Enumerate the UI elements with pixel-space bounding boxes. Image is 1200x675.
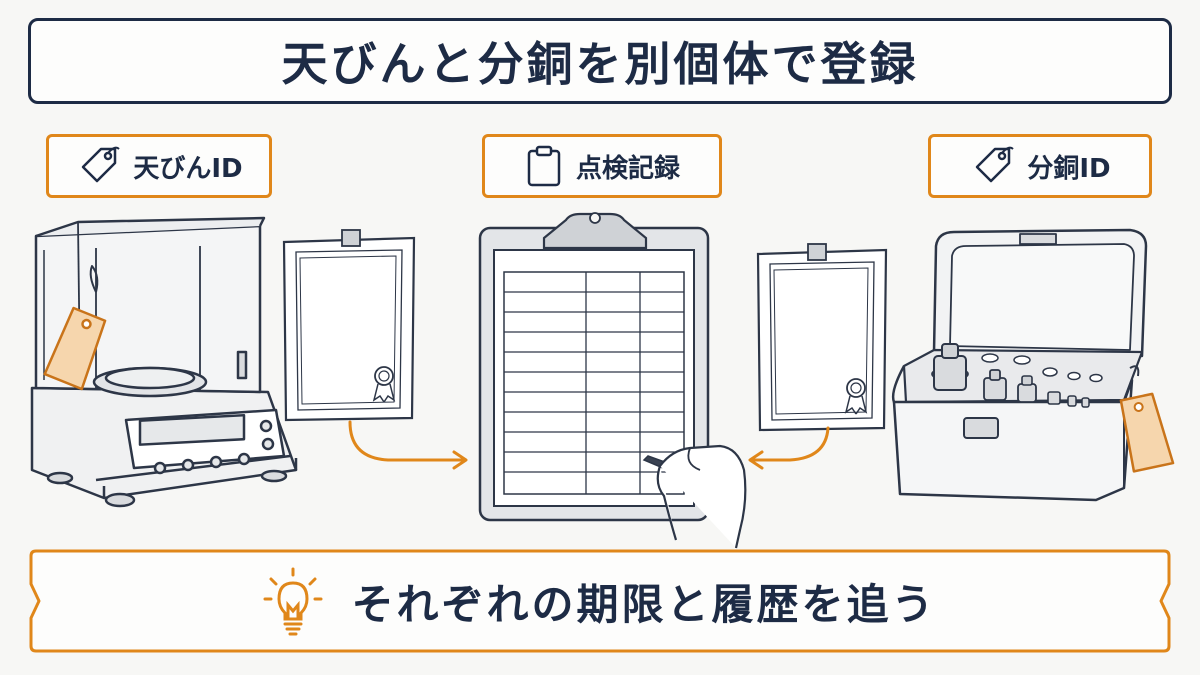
weight-id-text: 分銅ID bbox=[1027, 153, 1111, 184]
weight-set-case-illustration bbox=[891, 228, 1175, 502]
footer-banner: それぞれの期限と履歴を追う bbox=[28, 548, 1172, 654]
certificate-right-illustration bbox=[756, 243, 888, 432]
title-banner: 天びんと分銅を別個体で登録 bbox=[28, 18, 1172, 104]
inspection-record-text: 点検記録 bbox=[575, 153, 680, 184]
inspection-record-label: 点検記録 bbox=[482, 134, 722, 198]
footer-message: それぞれの期限と履歴を追う bbox=[351, 579, 937, 629]
arrow-right-to-center bbox=[748, 426, 830, 470]
page-title: 天びんと分銅を別個体で登録 bbox=[281, 37, 919, 91]
balance-id-text: 天びんID bbox=[133, 153, 243, 184]
footer-frame bbox=[29, 549, 1171, 653]
tag-icon bbox=[976, 146, 1015, 183]
balance-id-label: 天びんID bbox=[46, 134, 272, 198]
tag-icon bbox=[82, 146, 121, 183]
clipboard-illustration bbox=[478, 212, 747, 549]
clipboard-icon bbox=[527, 145, 561, 187]
certificate-left-illustration bbox=[282, 229, 416, 422]
weight-id-label: 分銅ID bbox=[928, 134, 1152, 198]
analytical-balance-illustration bbox=[30, 216, 298, 508]
lightbulb-icon bbox=[263, 567, 323, 636]
arrow-left-to-center bbox=[348, 420, 468, 470]
